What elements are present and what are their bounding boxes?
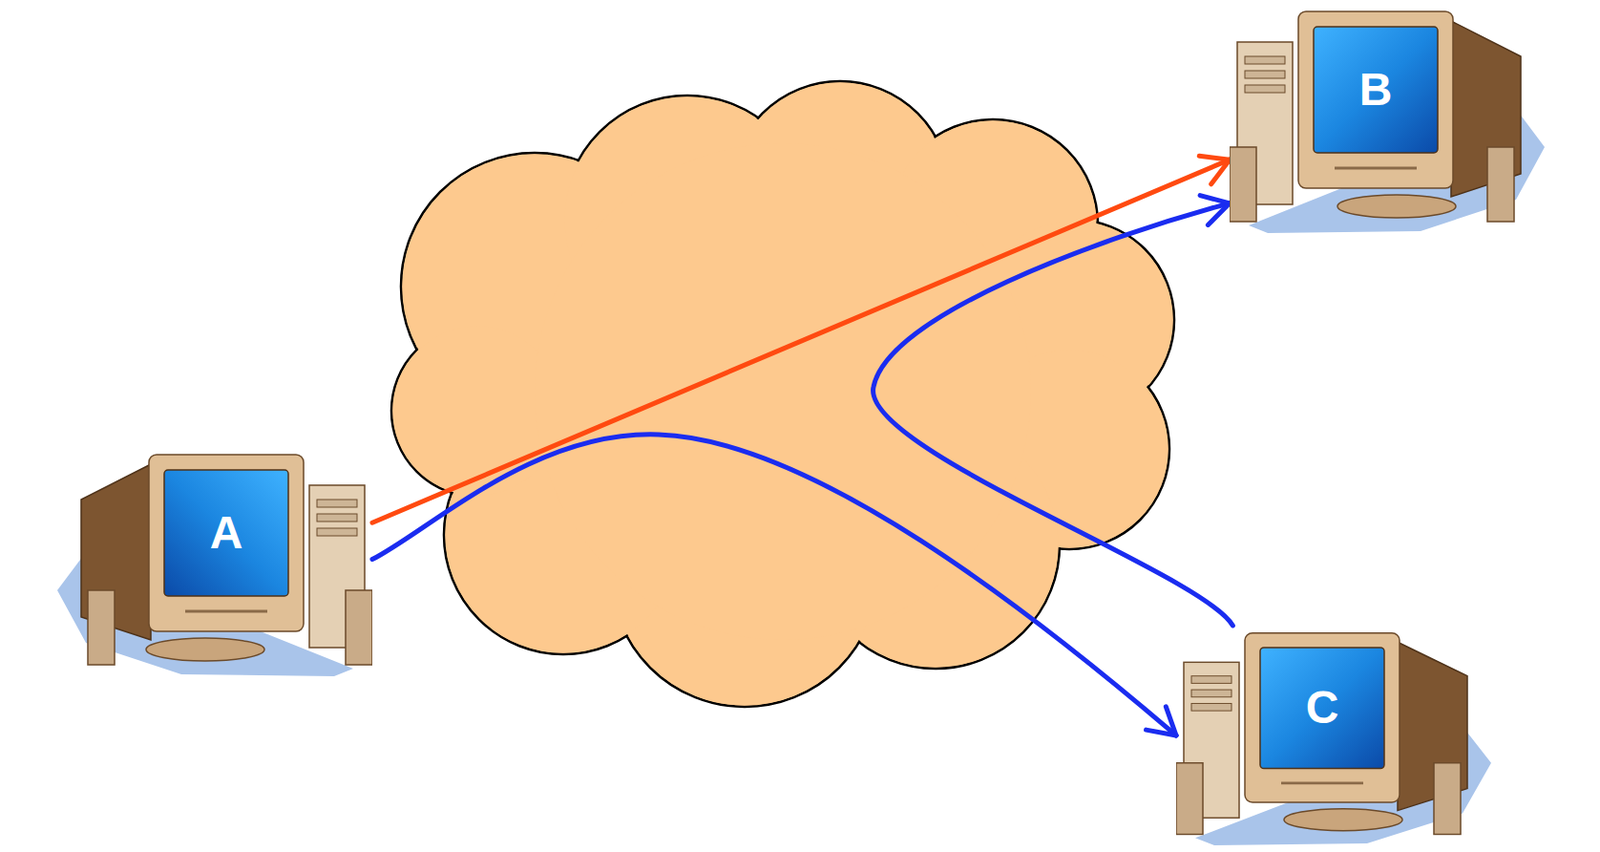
arrow-head <box>1200 195 1230 204</box>
computer-label: C <box>1305 684 1340 731</box>
cloud-outline <box>391 81 1175 707</box>
connector-line <box>372 159 1230 523</box>
computer-icon <box>1176 625 1492 845</box>
cloud-fill <box>393 83 1174 706</box>
connector <box>372 434 1177 736</box>
arrow-head <box>1146 729 1177 736</box>
computer-icon <box>1229 3 1545 233</box>
arrow-head <box>1207 203 1230 226</box>
computer-node: C <box>1176 625 1492 845</box>
arrow-head <box>1165 706 1177 736</box>
computer-icon <box>57 446 373 676</box>
computer-node: A <box>57 446 373 676</box>
arrow-head <box>1211 159 1230 185</box>
connector <box>372 155 1230 523</box>
computer-label: A <box>210 509 244 556</box>
arrow-head <box>1199 155 1230 160</box>
connector-line <box>372 434 1177 736</box>
computer-node: B <box>1229 3 1545 233</box>
connector-line <box>873 203 1234 626</box>
connector <box>873 195 1234 626</box>
computer-label: B <box>1359 66 1393 113</box>
